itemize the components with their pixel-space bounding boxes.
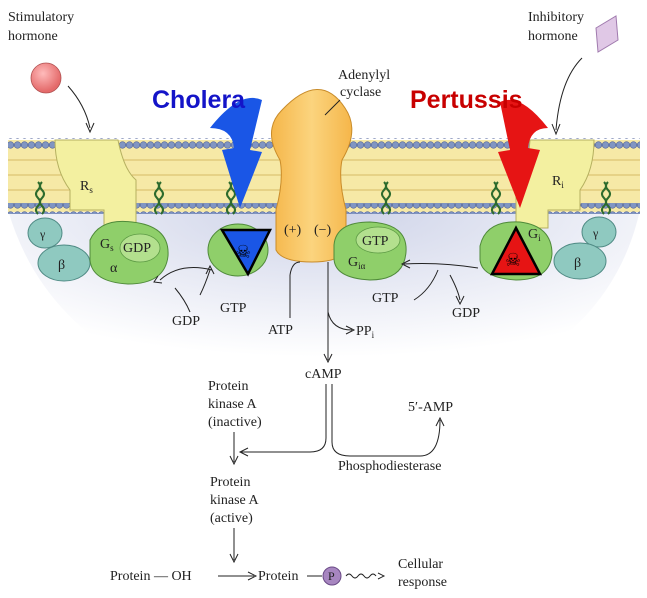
phosphodiesterase-label: Phosphodiesterase	[338, 459, 441, 474]
cholera-arrow	[210, 97, 262, 208]
gia-label: Giα	[348, 255, 366, 271]
inhibitory-hormone-shape	[595, 15, 619, 53]
cholera-skull-icon: ☠	[235, 242, 251, 262]
pka-inactive-label-3: (inactive)	[208, 415, 262, 430]
phosphorylation-arrow	[218, 571, 258, 581]
amp-label: 5′-AMP	[408, 400, 453, 415]
gs-gamma-label: γ	[39, 227, 46, 241]
cholera-toxin-warning-icon	[219, 228, 273, 277]
gi-beta-label: β	[574, 256, 581, 271]
protein-oh-label: Protein — OH	[110, 569, 192, 584]
pka-active-label-3: (active)	[210, 511, 253, 526]
response-squiggle	[345, 572, 386, 580]
cyclase-plus-site: (+)	[284, 223, 302, 238]
gi-beta-subunit	[553, 242, 607, 280]
gs-beta-label: β	[58, 258, 65, 273]
adenylyl-label-1: Adenylyl	[338, 68, 390, 83]
camp-branch-arrows	[229, 384, 445, 564]
stimulatory-hormone-ball	[30, 62, 62, 94]
pertussis-toxin-warning-icon	[489, 225, 543, 276]
gi-exchange-arrows	[400, 259, 479, 306]
gs-exchange-gdp-label: GDP	[172, 314, 200, 329]
pertussis-skull-icon: ☠	[505, 250, 521, 270]
phosphate-icon	[322, 566, 342, 586]
inhibitory-hormone-label-1: Inhibitory	[528, 10, 584, 25]
pka-active-label-1: Protein	[210, 475, 250, 490]
pka-inactive-label-2: kinase A	[208, 397, 257, 412]
gs-alpha-label: α	[110, 261, 118, 276]
gs-exchange-arrows	[153, 264, 215, 313]
gi-gtp-label: GTP	[362, 234, 389, 249]
inhibitory-hormone-label-2: hormone	[528, 29, 578, 44]
cellular-response-label-2: response	[398, 575, 447, 590]
cellular-response-label-1: Cellular	[398, 557, 443, 572]
pka-active-label-2: kinase A	[210, 493, 259, 508]
cyclase-minus-site: (−)	[314, 223, 332, 238]
gi-exchange-gtp-label: GTP	[372, 291, 399, 306]
stimulatory-hormone-label-1: Stimulatory	[8, 10, 74, 25]
gi-gamma-subunit	[581, 216, 617, 248]
ri-label: Ri	[552, 174, 564, 190]
pertussis-arrow	[498, 99, 548, 208]
gi-gtp-pocket	[355, 226, 401, 254]
atp-label: ATP	[268, 323, 293, 338]
stimulatory-arrow	[67, 85, 91, 129]
gi-gamma-label: γ	[592, 226, 599, 240]
pka-inactive-label-1: Protein	[208, 379, 248, 394]
gs-exchange-gtp-label: GTP	[220, 301, 247, 316]
gs-label: Gs	[100, 237, 114, 253]
gi-exchange-gdp-label: GDP	[452, 306, 480, 321]
ppi-label: PPi	[356, 324, 375, 340]
stimulatory-hormone-label-2: hormone	[8, 29, 58, 44]
protein-label: Protein	[258, 569, 298, 584]
inhibitory-arrow	[555, 57, 583, 131]
camp-label: cAMP	[305, 367, 342, 382]
lipid-anchors	[35, 181, 611, 215]
gs-gamma-subunit	[27, 217, 63, 249]
rs-label: Rs	[80, 179, 93, 195]
gs-gdp-pocket	[119, 233, 161, 263]
gi-label: Gi	[528, 227, 541, 243]
cholera-label: Cholera	[152, 86, 246, 114]
phosphate-label: P	[328, 569, 335, 583]
gs-gdp-label: GDP	[123, 241, 151, 256]
atp-camp-arrows	[289, 261, 356, 364]
pertussis-label: Pertussis	[410, 86, 523, 114]
adenylyl-label-2: cyclase	[340, 85, 381, 100]
